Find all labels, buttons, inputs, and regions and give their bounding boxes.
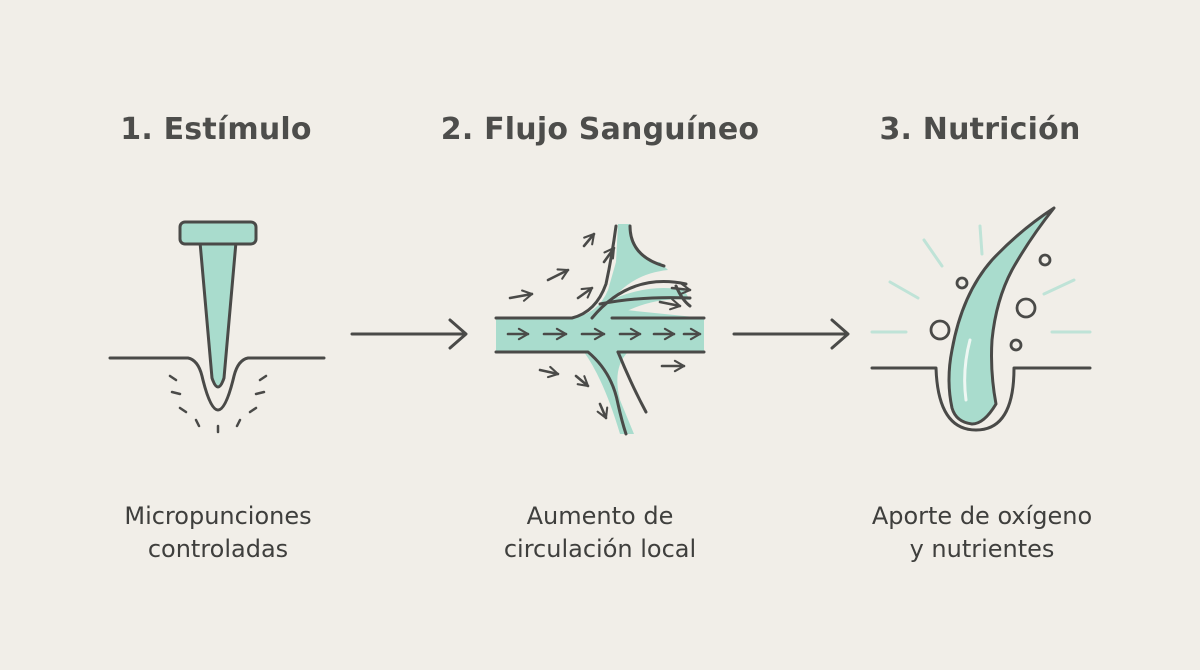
blood-vessel-flow-icon	[494, 224, 706, 436]
step-1-caption: Micropunciones controladas	[48, 500, 388, 566]
step-2-caption: Aumento de circulación local	[430, 500, 770, 566]
step-1-caption-line-1: Micropunciones	[124, 502, 312, 530]
step-2-title: 2. Flujo Sanguíneo	[440, 112, 760, 147]
step-2-caption-line-2: circulación local	[503, 535, 697, 563]
microneedle-icon	[108, 220, 326, 434]
step-1-caption-line-2: controladas	[147, 535, 289, 563]
step-3-caption-line-2: y nutrientes	[909, 535, 1055, 563]
hair-follicle-icon	[870, 206, 1092, 432]
step-3-caption: Aporte de oxígeno y nutrientes	[812, 500, 1152, 566]
step-2-caption-line-1: Aumento de	[526, 502, 674, 530]
arrow-right-icon	[732, 318, 850, 350]
step-1-title: 1. Estímulo	[120, 112, 312, 147]
arrow-right-icon	[350, 318, 468, 350]
step-3-caption-line-1: Aporte de oxígeno	[871, 502, 1093, 530]
step-3-title: 3. Nutrición	[879, 112, 1081, 147]
